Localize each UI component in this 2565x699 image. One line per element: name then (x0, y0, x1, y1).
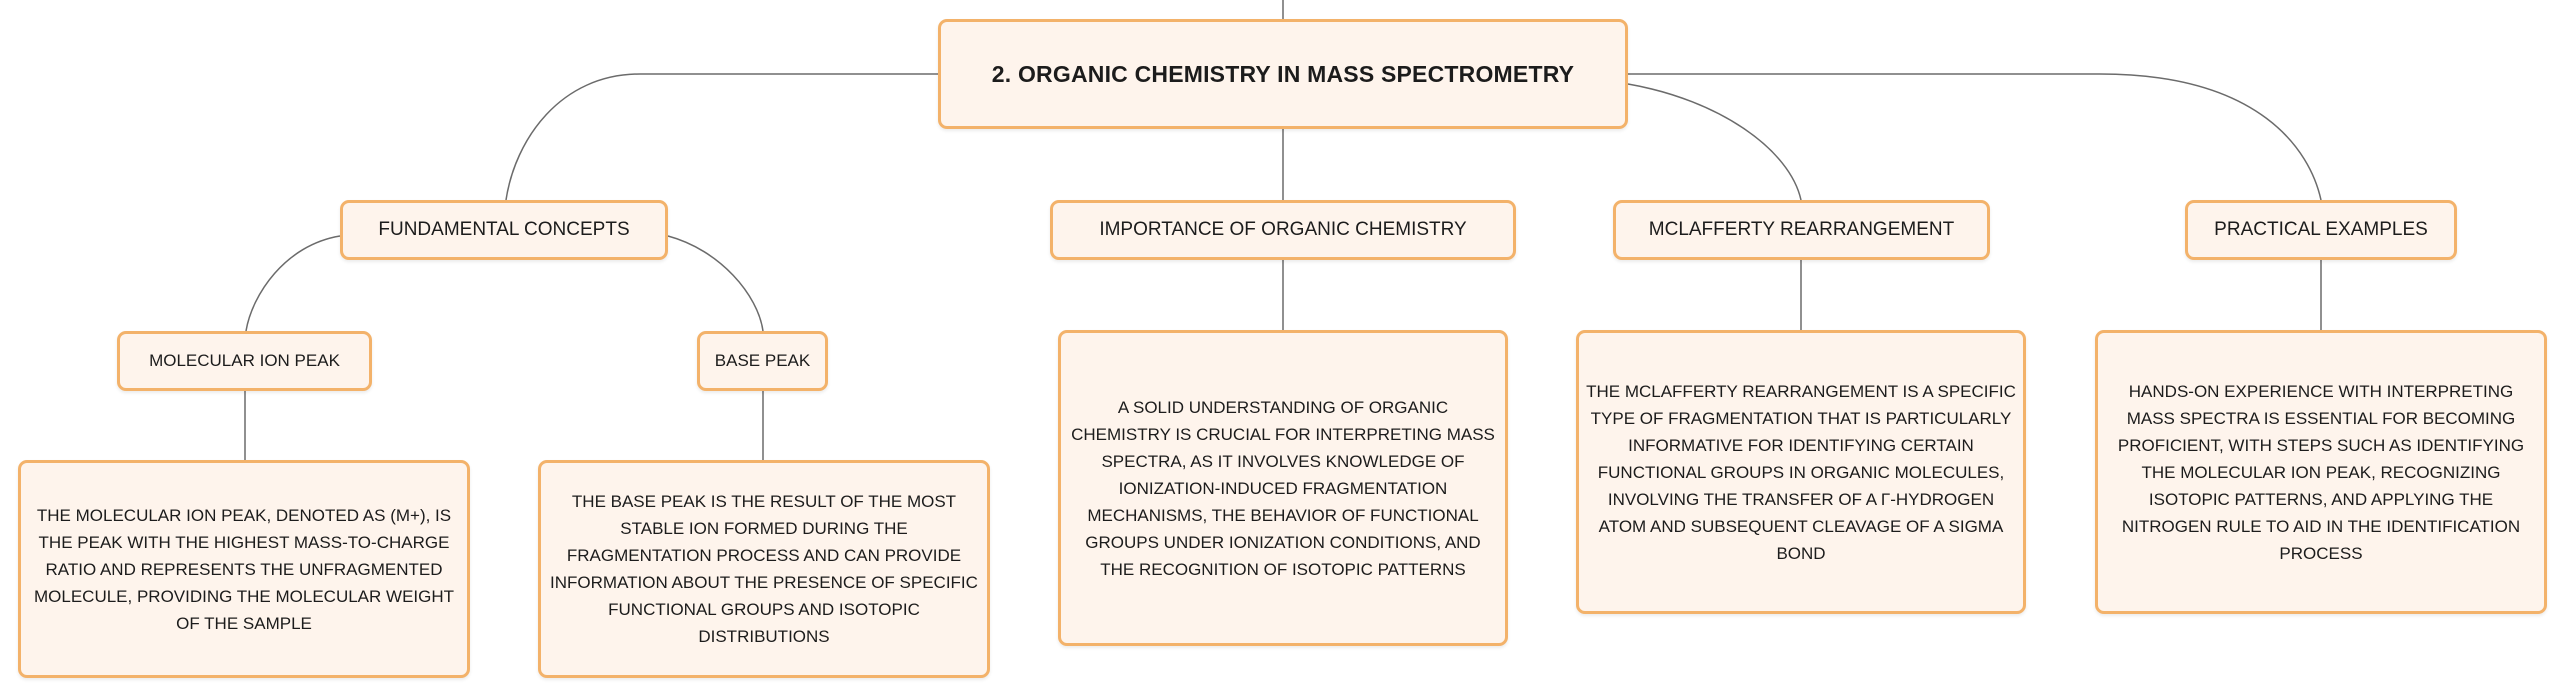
root-node-label: 2. ORGANIC CHEMISTRY IN MASS SPECTROMETR… (991, 60, 1575, 87)
detail-text: THE MCLAFFERTY REARRANGEMENT IS A SPECIF… (1586, 381, 2016, 563)
subtopic-label: BASE PEAK (714, 351, 811, 370)
detail-text: THE BASE PEAK IS THE RESULT OF THE MOST … (550, 492, 978, 646)
detail-text: A SOLID UNDERSTANDING OF ORGANIC CHEMIST… (1071, 397, 1495, 579)
subtopic-molecular-ion-peak[interactable]: MOLECULAR ION PEAK (117, 331, 372, 391)
topic-label: FUNDAMENTAL CONCEPTS (378, 219, 630, 240)
connector-fundamental-base (667, 235, 764, 332)
subtopic-label: MOLECULAR ION PEAK (149, 351, 340, 370)
detail-base-peak[interactable]: THE BASE PEAK IS THE RESULT OF THE MOST … (538, 460, 990, 678)
connector-root-mclafferty (1627, 83, 1802, 201)
detail-text: HANDS-ON EXPERIENCE WITH INTERPRETING MA… (2117, 381, 2525, 563)
connector-root-fundamental (505, 73, 938, 201)
topic-mclafferty-rearrangement[interactable]: MCLAFFERTY REARRANGEMENT (1613, 200, 1990, 260)
detail-practical-examples[interactable]: HANDS-ON EXPERIENCE WITH INTERPRETING MA… (2095, 330, 2547, 614)
topic-label: IMPORTANCE OF ORGANIC CHEMISTRY (1099, 219, 1467, 240)
topic-importance-of-organic-chemistry[interactable]: IMPORTANCE OF ORGANIC CHEMISTRY (1050, 200, 1516, 260)
connector-root-practical (1628, 73, 2322, 201)
subtopic-base-peak[interactable]: BASE PEAK (697, 331, 828, 391)
topic-practical-examples[interactable]: PRACTICAL EXAMPLES (2185, 200, 2457, 260)
topic-label: PRACTICAL EXAMPLES (2214, 219, 2428, 240)
detail-importance-of-organic-chemistry[interactable]: A SOLID UNDERSTANDING OF ORGANIC CHEMIST… (1058, 330, 1508, 646)
detail-mclafferty-rearrangement[interactable]: THE MCLAFFERTY REARRANGEMENT IS A SPECIF… (1576, 330, 2026, 614)
root-node[interactable]: 2. ORGANIC CHEMISTRY IN MASS SPECTROMETR… (938, 19, 1628, 129)
topic-fundamental-concepts[interactable]: FUNDAMENTAL CONCEPTS (340, 200, 668, 260)
connector-fundamental-molecular (245, 235, 341, 332)
detail-text: THE MOLECULAR ION PEAK, DENOTED AS (M+),… (33, 505, 455, 633)
topic-label: MCLAFFERTY REARRANGEMENT (1648, 219, 1955, 240)
detail-molecular-ion-peak[interactable]: THE MOLECULAR ION PEAK, DENOTED AS (M+),… (18, 460, 470, 678)
